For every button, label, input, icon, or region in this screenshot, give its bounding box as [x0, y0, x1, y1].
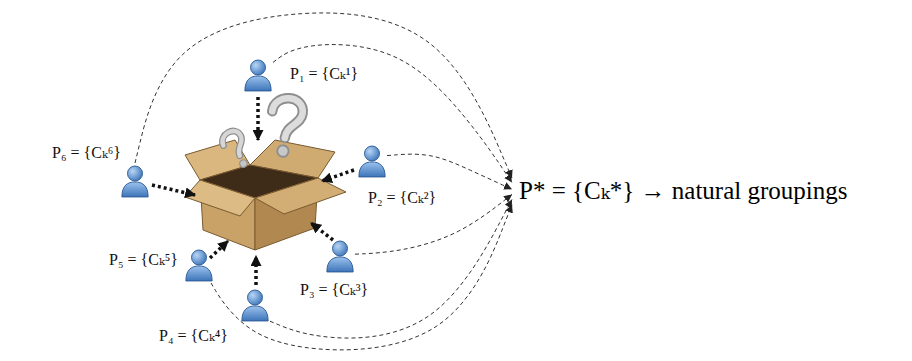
person-body	[186, 266, 212, 281]
dashed-connector	[211, 205, 512, 350]
person-node: P₁ = {Cₖ¹}	[243, 57, 273, 93]
input-arrow	[210, 241, 228, 258]
dashed-connector	[135, 13, 512, 178]
result-node: P* = {Cₖ*} → natural groupings	[515, 174, 852, 208]
partition-label: P₅ = {Cₖ⁵}	[109, 250, 178, 269]
person-body	[122, 182, 148, 197]
person-body	[327, 257, 353, 272]
dashed-connector	[270, 200, 512, 339]
person-node: P₂ = {Cₖ²}	[357, 143, 387, 179]
partition-label: P₆ = {Cₖ⁶}	[52, 143, 121, 162]
person-node: P₄ = {Cₖ⁴}	[240, 287, 270, 323]
person-body	[242, 306, 268, 321]
box-flap	[185, 180, 255, 216]
person-icon	[243, 57, 273, 93]
question-mark	[266, 96, 304, 159]
person-head	[251, 60, 266, 75]
cardboard-box-front	[185, 178, 346, 250]
person-icon	[184, 247, 214, 283]
person-head	[248, 290, 263, 305]
person-node: P₆ = {Cₖ⁶}	[120, 163, 150, 199]
input-arrow	[256, 97, 260, 140]
input-arrow	[322, 170, 354, 181]
person-icon	[240, 287, 270, 323]
person-body	[245, 76, 271, 91]
person-icon	[120, 163, 150, 199]
input-arrow	[254, 256, 258, 285]
person-head	[333, 241, 348, 256]
dashed-connector	[273, 45, 512, 183]
input-arrow	[152, 185, 195, 195]
person-body	[359, 162, 385, 177]
input-arrows	[152, 97, 354, 285]
input-arrow	[311, 223, 333, 240]
dashed-connector	[387, 154, 512, 189]
partition-label: P₂ = {Cₖ²}	[368, 188, 436, 207]
person-node: P₅ = {Cₖ⁵}	[184, 247, 214, 283]
person-node: P₃ = {Cₖ³}	[325, 238, 355, 274]
person-head	[192, 250, 207, 265]
person-icon	[357, 143, 387, 179]
partition-label: P₁ = {Cₖ¹}	[290, 64, 358, 83]
box-flap	[255, 178, 346, 214]
partition-label: P₃ = {Cₖ³}	[300, 280, 368, 299]
partition-label: P₄ = {Cₖ⁴}	[159, 326, 228, 345]
consensus-label: P* = {Cₖ*} → natural groupings	[519, 176, 848, 206]
person-head	[128, 166, 143, 181]
question-mark	[219, 128, 253, 171]
person-icon	[325, 238, 355, 274]
person-head	[365, 146, 380, 161]
